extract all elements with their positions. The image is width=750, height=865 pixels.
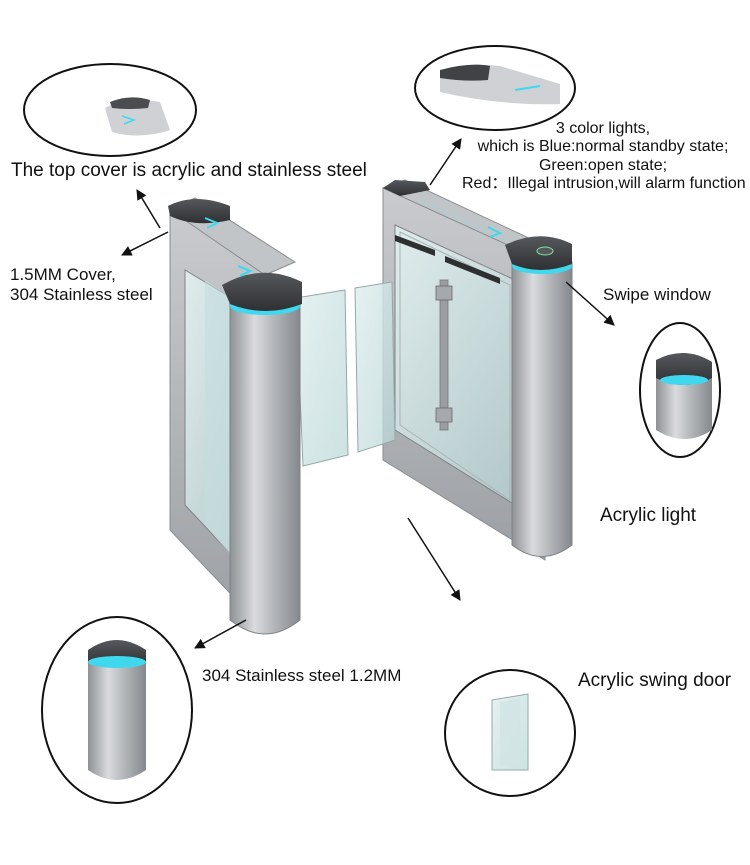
right-cabinet [381, 179, 573, 561]
callout-top-cover [23, 63, 197, 157]
acrylic-swing-doors [295, 281, 396, 467]
label-cover-line2: 304 Stainless steel [10, 284, 153, 304]
label-cover-material: 1.5MM Cover, 304 Stainless steel [10, 265, 153, 304]
label-acrylic-light: Acrylic light [600, 505, 697, 526]
label-lights-line2: which is Blue:normal standby state; [477, 138, 729, 156]
label-lights-line3: Green:open state; [538, 156, 668, 174]
callout-arrows [121, 138, 615, 649]
label-lights-line1: 3 color lights, [555, 120, 651, 137]
label-swipe-window: Swipe window [603, 285, 711, 304]
callout-swipe-window [639, 322, 721, 458]
label-top-cover: The top cover is acrylic and stainless s… [11, 160, 367, 181]
callout-steel-body [41, 616, 193, 804]
label-swing-door: Acrylic swing door [578, 670, 732, 691]
label-color-lights: 3 color lights, which is Blue:normal sta… [462, 120, 746, 194]
label-lights-line4: Red：Illegal intrusion,will alarm functio… [462, 175, 746, 193]
callout-color-lights [414, 45, 576, 131]
left-cabinet [168, 197, 302, 635]
callout-swing-door [444, 669, 576, 797]
label-cover-line1: 1.5MM Cover, [10, 265, 116, 284]
label-steel-body: 304 Stainless steel 1.2MM [202, 666, 402, 685]
